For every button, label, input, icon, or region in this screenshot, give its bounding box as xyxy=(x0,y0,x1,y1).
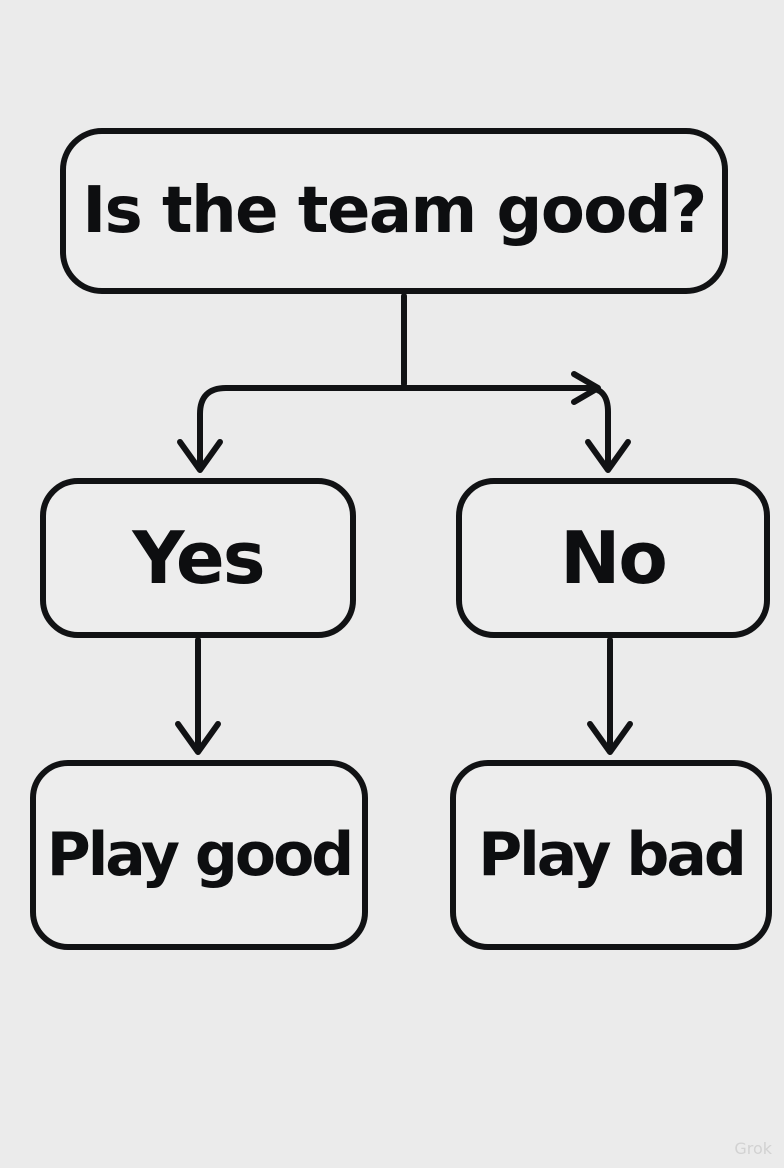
connector-branch-no xyxy=(401,385,611,471)
question-node: Is the team good? xyxy=(60,128,728,294)
play-good-label: Play good xyxy=(46,820,355,890)
play-bad-node: Play bad xyxy=(450,760,772,950)
no-label: No xyxy=(560,516,668,600)
yes-node: Yes xyxy=(40,478,356,638)
arrowhead-yes xyxy=(177,439,223,473)
play-bad-label: Play bad xyxy=(478,820,747,890)
arrowhead-branch-right xyxy=(571,371,601,405)
play-good-node: Play good xyxy=(30,760,368,950)
arrowhead-no xyxy=(585,439,631,473)
connector-branch-yes xyxy=(197,385,407,471)
no-node: No xyxy=(456,478,770,638)
arrowhead-play-bad xyxy=(587,721,633,755)
question-label: Is the team good? xyxy=(82,174,707,248)
watermark-label: Grok xyxy=(734,1139,772,1158)
arrowhead-play-good xyxy=(175,721,221,755)
yes-label: Yes xyxy=(132,516,265,600)
watermark: Grok xyxy=(734,1139,772,1158)
